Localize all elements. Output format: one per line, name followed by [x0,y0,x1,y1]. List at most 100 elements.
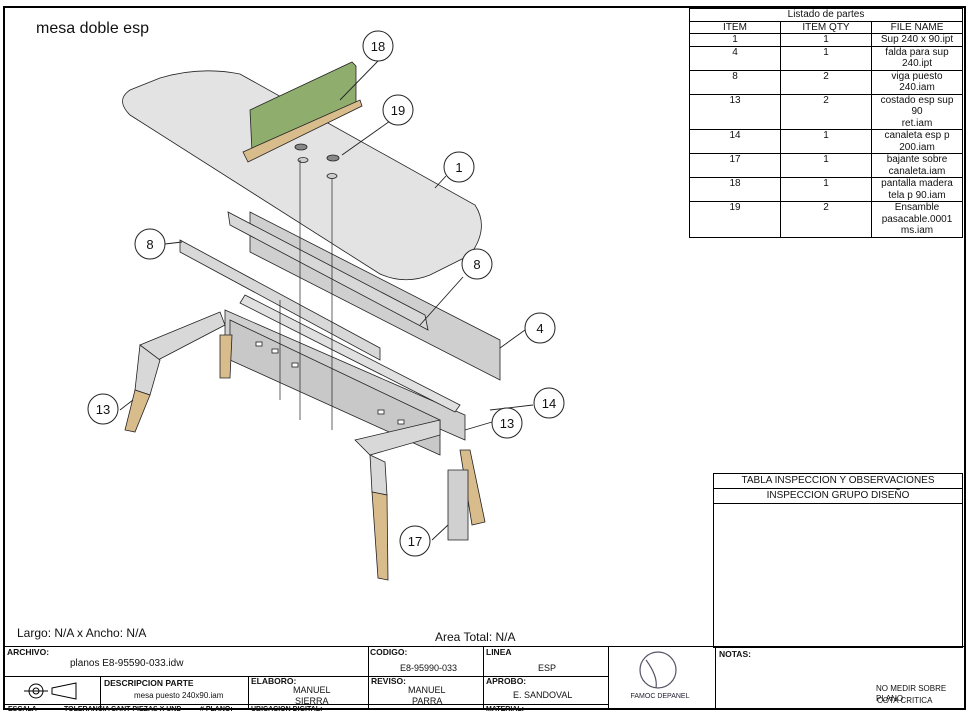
cell-file-text: ms.iam [900,225,934,236]
wood-leg [124,389,151,433]
cell-qty: 1 [780,33,872,47]
company-logo: FAMOC DEPANEL [631,651,690,700]
inspection-subtitle: INSPECCION GRUPO DISEÑO [714,489,962,504]
balloon-19 [382,94,414,126]
grommet-part [294,143,308,151]
balloon-label: 13 [500,416,514,431]
cell-file-text: viga puesto [891,70,943,82]
cell-qty: 2 [780,93,872,130]
beam-part [227,211,429,331]
cell-item: 19 [689,201,781,238]
cable-drop-part [447,469,469,541]
parts-list-header: ITEM ITEM QTY FILE NAME [689,20,963,34]
header-item: ITEM [689,20,781,34]
leg-part [139,311,226,361]
area-text: Area Total: N/A [435,630,516,644]
inspection-table: TABLA INSPECCION Y OBSERVACIONES INSPECC… [713,473,963,648]
title-block-line [100,676,101,710]
cell-file-text: costado esp sup 90 [880,94,954,118]
balloon-14 [533,387,565,419]
projection-symbol [24,682,77,700]
cant-label: CANT PIEZAS X UND [111,706,182,713]
archivo-value: planos E8-95590-033.idw [70,658,184,669]
grommet-part [297,157,309,163]
codigo-value: E8-95990-033 [400,663,458,673]
dimensions-text: Largo: N/A x Ancho: N/A [17,626,147,640]
cell-file-text: pantalla madera [881,178,953,189]
wood-leg [219,334,233,379]
title-block-line [4,646,964,647]
tolerancia-label: TOLERANCIA [64,706,110,713]
aprobo-label: APROBO: [486,676,527,686]
balloon-label: 4 [536,321,543,336]
balloon-label: 17 [408,534,422,549]
drawing-title: mesa doble esp [36,20,149,37]
cable-tray-part [239,294,461,413]
cell-file-text: bajante sobre [886,154,948,165]
balloon-1 [443,151,475,183]
ubicacion-label: UBICACION DIGITAL: [251,706,323,713]
balloon-label: 18 [371,39,385,54]
wood-leg [371,491,389,581]
cell-file-text: falda para sup [885,46,949,58]
cell-item: 4 [689,45,781,71]
cell-file-text: tela p 90.iam [888,189,946,201]
notas-label: NOTAS: [719,649,751,659]
cell-file-text: canaleta.iam [888,165,946,177]
elaboro-value: SIERRA [295,696,329,706]
cell-qty: 1 [780,45,872,71]
cell-file: Sup 240 x 90.ipt [871,33,963,47]
cell-item: 8 [689,69,781,95]
balloon-13a [87,393,119,425]
cell-file-text: 240.ipt [901,58,933,69]
title-block-line [715,646,716,710]
descripcion-value: mesa puesto 240x90.iam [134,691,224,700]
title-block-line [483,646,484,710]
title-block-line [248,676,249,710]
exploded-view: 18 19 1 8 8 4 13 13 14 17 [87,30,565,581]
balloon-label: 19 [391,103,405,118]
balloon-label: 1 [455,160,462,175]
elaboro-label: ELABORO: [251,676,297,686]
reviso-value: PARRA [412,696,443,706]
cell-file-text: pasacable.0001 [881,213,953,225]
cell-qty: 2 [780,201,872,238]
plano-label: # PLANO: [200,706,233,713]
cell-item: 14 [689,129,781,154]
elaboro-value: MANUEL [293,685,331,695]
cell-qty: 1 [780,177,872,202]
linea-label: LINEA [486,647,512,657]
codigo-label: CODIGO: [370,647,408,657]
cell-item: 13 [689,93,781,130]
cell-qty: 2 [780,69,872,95]
balloon-label: 8 [146,237,153,252]
linea-value: ESP [538,663,557,673]
title-block-line [608,646,609,710]
screen-panel-part [249,61,357,153]
cell-file-text: 200.iam [899,141,935,153]
header-file-name: FILE NAME [871,20,963,34]
balloon-label: 8 [473,257,480,272]
screen-base-part [242,99,363,163]
reviso-label: REVISO: [371,676,406,686]
note-cota-critica: COTA CRITICA [877,696,933,705]
balloon-18 [362,30,394,62]
aprobo-value: E. SANDOVAL [513,690,573,700]
cell-item: 1 [689,33,781,47]
cell-qty: 1 [780,129,872,154]
title-block-line [4,704,608,705]
cell-file-text: ret.iam [901,117,933,129]
leg-part [369,454,388,496]
parts-list-caption: Listado de partes [689,8,963,22]
